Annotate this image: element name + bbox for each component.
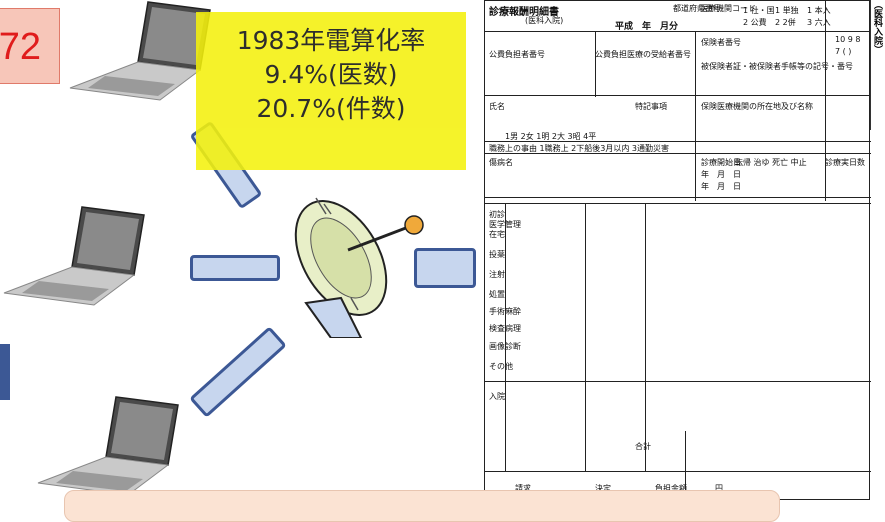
total-label: 合計 [635, 442, 651, 451]
kind-1: 1 単独 [775, 6, 799, 15]
cat-3: 3 六入 [807, 18, 831, 27]
callout-line-1: 1983年電算化率 [236, 26, 426, 55]
row-label: 在宅 [489, 230, 505, 239]
row-label: その他 [489, 362, 513, 371]
rate-bottom: 7 ( ) [835, 47, 852, 56]
outcome-label: 転帰 治ゆ 死亡 中止 [735, 158, 807, 167]
inst-label: 医療機関コード [700, 4, 756, 13]
bullet-1: 1 社・国 [743, 6, 775, 15]
rate-top: 10 9 8 [835, 35, 861, 44]
date-row-2: 年 月 日 [701, 182, 741, 191]
insurer-label: 保険者番号 [701, 38, 741, 47]
pref-label: 都道府県番号 [673, 4, 721, 13]
connector-bottom [189, 326, 287, 418]
side-text: （医科入院） [872, 0, 882, 54]
kind-2: 2 2併 [775, 18, 796, 27]
medical-claim-form: 診療報酬明細書 (医科入院) 平成 年 月分 都道府県番号 医療機関コード 1 … [484, 0, 871, 501]
form-era: 平成 年 月分 [615, 22, 679, 32]
satellite-dish-icon [294, 197, 424, 338]
special-label: 特記事項 [635, 102, 667, 111]
start-label: 診療開始日 [701, 158, 741, 167]
laptop-icon [69, 1, 211, 101]
callout-line-3: 20.7%(件数) [256, 93, 406, 123]
bottom-label: 負担金額 [655, 484, 687, 493]
form-subtitle: (医科入院) [525, 16, 564, 25]
callout-line-2: 9.4%(医数) [264, 59, 398, 89]
bullet-2: 2 公費 [743, 18, 767, 27]
row-label: 初診 [489, 210, 505, 219]
row-label: 投薬 [489, 250, 505, 259]
disease-label: 傷病名 [489, 158, 513, 167]
cat-1: 1 本入 [807, 6, 831, 15]
card-label: 被保険者証・被保険者手帳等の記号・番号 [701, 62, 853, 71]
sex-label: 1男 2女 1明 2大 3昭 4平 [505, 132, 597, 141]
laptop-icon [37, 396, 179, 496]
date-row-1: 年 月 日 [701, 170, 741, 179]
computerization-rate-callout: 1983年電算化率 9.4%(医数) 20.7%(件数) [196, 12, 466, 170]
bottom-label: 円 [715, 484, 723, 493]
public-recv-label: 公費負担医療の受給者番号 [595, 50, 691, 59]
bottom-note-box [64, 490, 780, 522]
form-side-strip: （医科入院） [870, 0, 885, 130]
days-label: 診療実日数 [825, 158, 865, 167]
laptop-icon [3, 206, 145, 306]
row-label: 注射 [489, 270, 505, 279]
connector-right [414, 248, 476, 288]
public-label: 公費負担者番号 [489, 50, 545, 59]
bottom-label: 請求 [515, 484, 531, 493]
connector-left [190, 255, 280, 281]
period-label: 職務上の事由 1職務上 2下船後3月以内 3通勤災害 [489, 144, 669, 153]
form-title: 診療報酬明細書 [489, 7, 559, 18]
left-edge-bar [0, 344, 10, 400]
row-label: 処置 [489, 290, 505, 299]
slide-number: 72 [0, 8, 60, 84]
bottom-label: 決定 [595, 484, 611, 493]
name-label: 氏名 [489, 102, 505, 111]
row-label: 入院 [489, 392, 505, 401]
inst-addr-label: 保険医療機関の所在地及び名称 [701, 102, 813, 111]
